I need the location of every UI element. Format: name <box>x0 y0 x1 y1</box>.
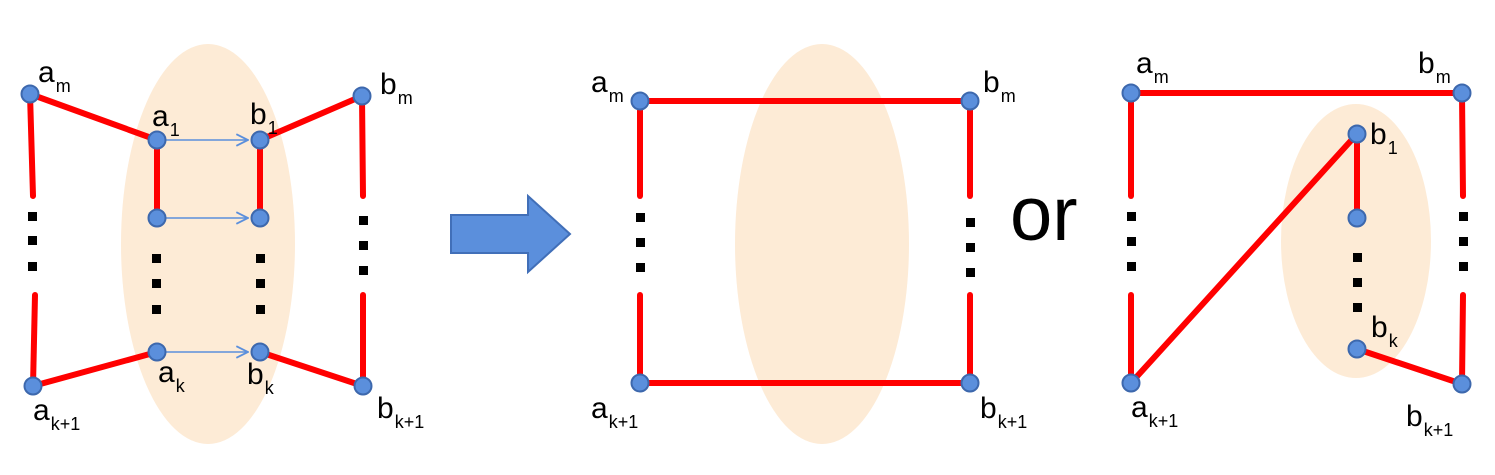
dot <box>636 213 645 222</box>
dot <box>256 254 265 263</box>
middle-highlight-region <box>735 44 909 444</box>
label-bk: bk <box>1371 311 1399 351</box>
dot <box>152 305 161 314</box>
middle-edges <box>637 98 973 386</box>
label-bk1: bk+1 <box>1406 400 1453 440</box>
right-labels: am bm b1 bk ak+1 bk+1 <box>1131 47 1453 440</box>
edge-am-a1 <box>27 91 160 143</box>
edge-am-down <box>27 91 36 199</box>
dot <box>1353 278 1362 287</box>
dot <box>152 254 161 263</box>
node-b2 <box>1347 208 1367 228</box>
edge-ak1-up <box>30 292 38 389</box>
dot <box>1459 262 1468 271</box>
label-ak1: ak+1 <box>1131 391 1178 431</box>
middle-nodes <box>630 91 980 393</box>
label-ak1: ak+1 <box>33 394 80 434</box>
edge-bk1-up <box>1459 292 1466 387</box>
dot <box>966 243 975 252</box>
node-bk1 <box>1452 374 1472 394</box>
label-am: am <box>1136 47 1169 87</box>
dot <box>256 279 265 288</box>
right-edges <box>1128 90 1466 387</box>
edge-bm-down <box>1459 90 1466 199</box>
node-b1 <box>250 130 270 150</box>
label-ak1: ak+1 <box>591 392 638 432</box>
left-mapping-arrows <box>162 140 248 352</box>
label-b1: b1 <box>1370 118 1398 158</box>
node-ak1 <box>1121 373 1141 393</box>
edge-bk-bk1 <box>1354 346 1465 387</box>
dot <box>359 216 368 225</box>
node-bk1 <box>960 373 980 393</box>
dot <box>359 241 368 250</box>
node-bk1 <box>353 376 373 396</box>
dot <box>256 305 265 314</box>
label-bm: bm <box>380 68 413 108</box>
node-bk <box>250 342 270 362</box>
dot <box>1459 212 1468 221</box>
node-a2 <box>147 208 167 228</box>
node-a1 <box>147 130 167 150</box>
dot <box>1459 237 1468 246</box>
middle-labels: am bm ak+1 bk+1 <box>591 66 1027 432</box>
label-bm: bm <box>983 66 1016 106</box>
node-am <box>1121 83 1141 103</box>
label-bk1: bk+1 <box>377 392 424 432</box>
right-graph: am bm b1 bk ak+1 bk+1 <box>1121 47 1472 440</box>
dot <box>966 218 975 227</box>
label-a1: a1 <box>152 100 180 140</box>
label-am: am <box>591 66 624 106</box>
node-b2 <box>250 208 270 228</box>
edge-bk-bk1 <box>257 349 366 389</box>
node-ak1 <box>630 373 650 393</box>
label-ak: ak <box>158 356 186 396</box>
dot <box>1353 253 1362 262</box>
node-b1 <box>1347 124 1367 144</box>
dot <box>1353 303 1362 312</box>
node-ak <box>147 342 167 362</box>
dot <box>636 263 645 272</box>
node-ak1 <box>23 376 43 396</box>
right-ellipsis-dots <box>1127 212 1468 312</box>
middle-graph: am bm ak+1 bk+1 <box>591 44 1027 444</box>
left-ellipsis-dots <box>28 212 368 314</box>
node-bk <box>1347 339 1367 359</box>
edge-ak1-ak <box>30 349 160 389</box>
node-bm <box>352 86 372 106</box>
dot <box>966 268 975 277</box>
dot <box>1127 237 1136 246</box>
left-graph: am a1 b1 bm ak bk ak+1 bk+1 <box>20 44 424 444</box>
node-bm <box>1452 83 1472 103</box>
dot <box>636 238 645 247</box>
node-bm <box>960 91 980 111</box>
edge-ak1-b1 <box>1128 131 1360 386</box>
left-labels: am a1 b1 bm ak bk ak+1 bk+1 <box>33 56 424 434</box>
dot <box>28 236 37 245</box>
label-am: am <box>38 56 71 96</box>
dot <box>28 212 37 221</box>
dot <box>1127 262 1136 271</box>
label-bm: bm <box>1418 47 1451 87</box>
dot <box>1127 212 1136 221</box>
label-bk1: bk+1 <box>980 392 1027 432</box>
edge-bm-down <box>359 93 366 199</box>
dot <box>359 266 368 275</box>
or-text: or <box>1010 172 1078 257</box>
right-nodes <box>1121 83 1472 394</box>
middle-ellipsis-dots <box>636 213 975 277</box>
dot <box>152 279 161 288</box>
node-am <box>20 84 40 104</box>
label-b1: b1 <box>250 98 278 138</box>
edge-b1-bm <box>257 93 365 143</box>
left-edges <box>27 91 366 389</box>
node-am <box>630 91 650 111</box>
dot <box>28 262 37 271</box>
transform-arrow-icon <box>450 193 572 275</box>
left-nodes <box>20 84 373 396</box>
label-bk: bk <box>247 358 275 398</box>
